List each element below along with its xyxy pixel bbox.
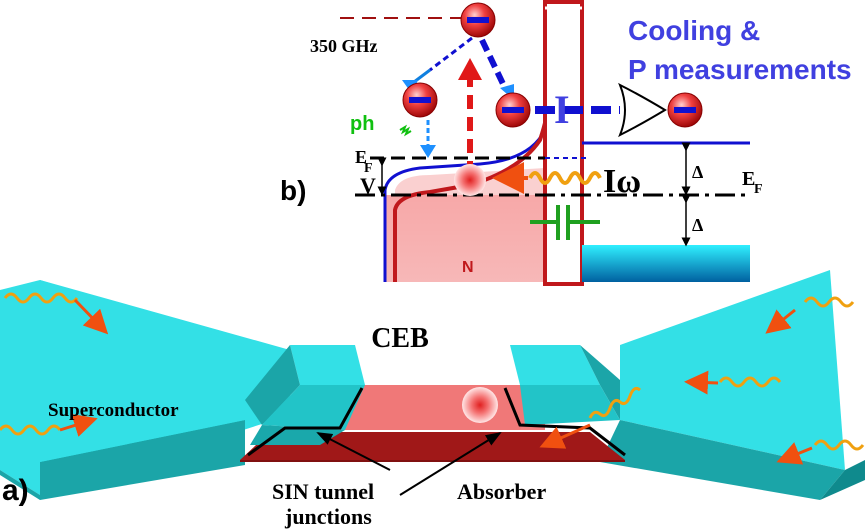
tunnel-barrier xyxy=(543,0,584,286)
sin-junction-pointer xyxy=(316,432,391,471)
superconductor-lower-band xyxy=(582,245,750,282)
voltage-label: V xyxy=(360,173,376,198)
panel-b-label: b) xyxy=(280,175,306,206)
sin-junctions-label-line2: junctions xyxy=(284,504,372,529)
normal-metal-label: N xyxy=(462,259,474,276)
sin-junctions-label-line1: SIN tunnel xyxy=(272,479,374,504)
current-omega-label: Iω xyxy=(603,163,641,200)
fermi-left-subscript: F xyxy=(364,161,373,176)
electron-middle xyxy=(495,92,531,128)
fermi-left-label: E xyxy=(355,147,367,167)
frequency-label: 350 GHz xyxy=(310,36,378,56)
absorber-hot-spot xyxy=(462,387,498,423)
fermi-right-label: E xyxy=(742,168,755,190)
electron-top xyxy=(460,2,496,38)
absorber-base xyxy=(240,432,625,460)
left-junction-block-top xyxy=(290,345,365,385)
fermi-right-subscript: F xyxy=(754,182,763,197)
panel-b: b) 350 GHz ph N I Iω V E F E F Δ Δ Cooli… xyxy=(280,0,852,286)
panel-a-label: a) xyxy=(2,474,29,507)
right-junction-block-top xyxy=(510,345,600,385)
panel-a: CEB Superconductor SIN tunnel junctions … xyxy=(0,270,865,529)
photon-wave-left xyxy=(0,413,98,437)
superconductor-label: Superconductor xyxy=(48,400,179,421)
electron-left xyxy=(402,82,438,118)
right-junction-outline xyxy=(503,387,626,457)
photon-wave-top-left xyxy=(3,292,109,335)
photon-wave-right-mid xyxy=(684,370,782,395)
normal-hot-spot xyxy=(454,164,486,196)
electron-right xyxy=(667,92,703,128)
normal-metal-region xyxy=(385,195,545,282)
phonon-label: ph xyxy=(350,113,374,135)
left-junction-outline xyxy=(247,387,364,457)
i-omega-photon xyxy=(528,171,602,185)
right-antenna-front xyxy=(600,420,845,500)
title-line2: P measurements xyxy=(628,54,852,85)
absorber-pointer xyxy=(399,431,502,496)
gap-label-lower: Δ xyxy=(692,215,703,235)
absorber-label: Absorber xyxy=(457,479,546,504)
photon-wave-top-right xyxy=(765,296,855,334)
ceb-title: CEB xyxy=(371,323,429,354)
title-line1: Cooling & xyxy=(628,15,760,46)
gap-label-upper: Δ xyxy=(692,162,703,182)
left-antenna-side xyxy=(0,470,40,500)
blue-dos-curve xyxy=(383,129,547,282)
photon-wave-right-low xyxy=(776,439,865,465)
photon-wave-absorber xyxy=(539,387,641,449)
left-antenna-front xyxy=(40,420,245,500)
capacitor-symbol xyxy=(530,205,600,240)
current-label: I xyxy=(554,87,570,132)
current-arrowhead xyxy=(618,82,667,138)
